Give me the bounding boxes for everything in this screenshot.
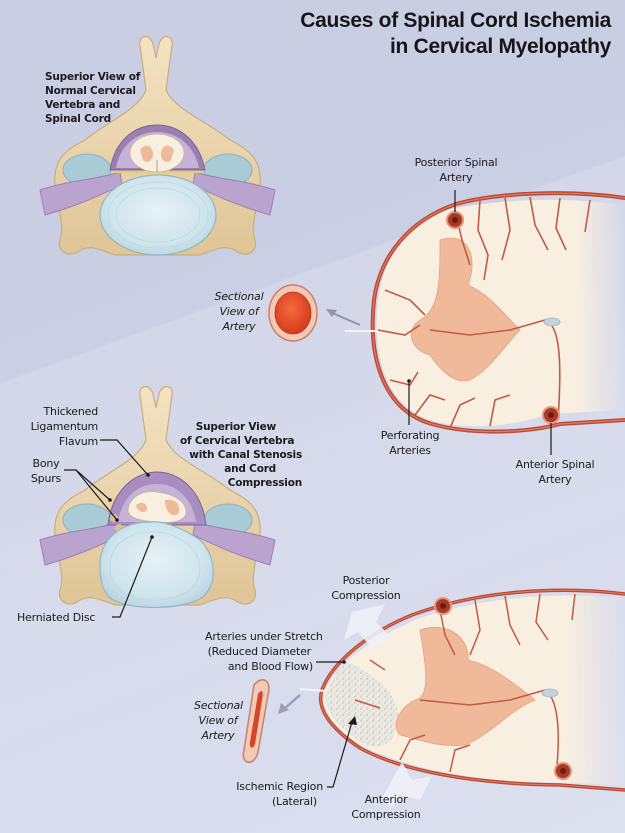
posterior-compression-arrow [344, 604, 392, 648]
page-title: Causes of Spinal Cord Ischemia in Cervic… [300, 8, 611, 60]
compressed-cord-section [242, 588, 625, 808]
label-posterior-compression: Posterior Compression [331, 574, 401, 602]
label-anterior-spinal-artery: Anterior Spinal Artery [515, 458, 595, 486]
leader-ischemic [327, 721, 353, 788]
perforating-arteries [377, 196, 591, 429]
label-arteries-under-stretch: Arteries under Stretch (Reduced Diameter… [205, 630, 323, 673]
normal-vertebra [39, 36, 276, 256]
grey-matter-left [140, 145, 154, 163]
leader-spur-2 [75, 469, 118, 521]
label-ischemic-region: Ischemic Region (Lateral) [236, 780, 323, 808]
intervertebral-disc [99, 174, 217, 256]
cord-grey-matter [395, 627, 536, 747]
label-sectional-view-round: Sectional View of Artery [214, 290, 264, 333]
herniated-disc [99, 521, 214, 609]
label-perforating-arteries: Perforating Arteries [380, 429, 440, 457]
leader-ligamentum [100, 439, 149, 476]
normal-vertebra-caption: Superior View of Normal Cervical Vertebr… [45, 71, 141, 125]
label-sectional-view-flattened: Sectional View of Artery [194, 699, 243, 742]
anterior-compression-arrow [382, 762, 432, 808]
stenosis-vertebra [39, 386, 276, 609]
ischemic-region [325, 660, 399, 747]
stenosis-vertebra-caption: Superior View of Cervical Vertebra with … [180, 421, 302, 489]
stenosis-leaders [64, 439, 153, 618]
title-line-1: Causes of Spinal Cord Ischemia [300, 9, 611, 32]
label-posterior-spinal-artery: Posterior Spinal Artery [414, 156, 498, 184]
label-herniated-disc: Herniated Disc [17, 611, 96, 624]
label-anterior-compression: Anterior Compression [351, 793, 421, 821]
label-thickened-ligamentum: Thickened Ligamentum Flavum [30, 405, 99, 448]
label-bony-spurs: Bony Spurs [30, 457, 62, 485]
cord-grey-matter [410, 237, 521, 382]
title-line-2: in Cervical Myelopathy [390, 35, 611, 58]
central-canal [543, 317, 561, 327]
section-cut-line [299, 688, 327, 692]
section-arrow [329, 311, 361, 326]
normal-cord-section [268, 190, 625, 455]
grey-matter-right [160, 145, 174, 163]
leader-herniated-disc [112, 536, 153, 618]
central-canal [541, 688, 559, 698]
compressed-cord [127, 491, 187, 523]
